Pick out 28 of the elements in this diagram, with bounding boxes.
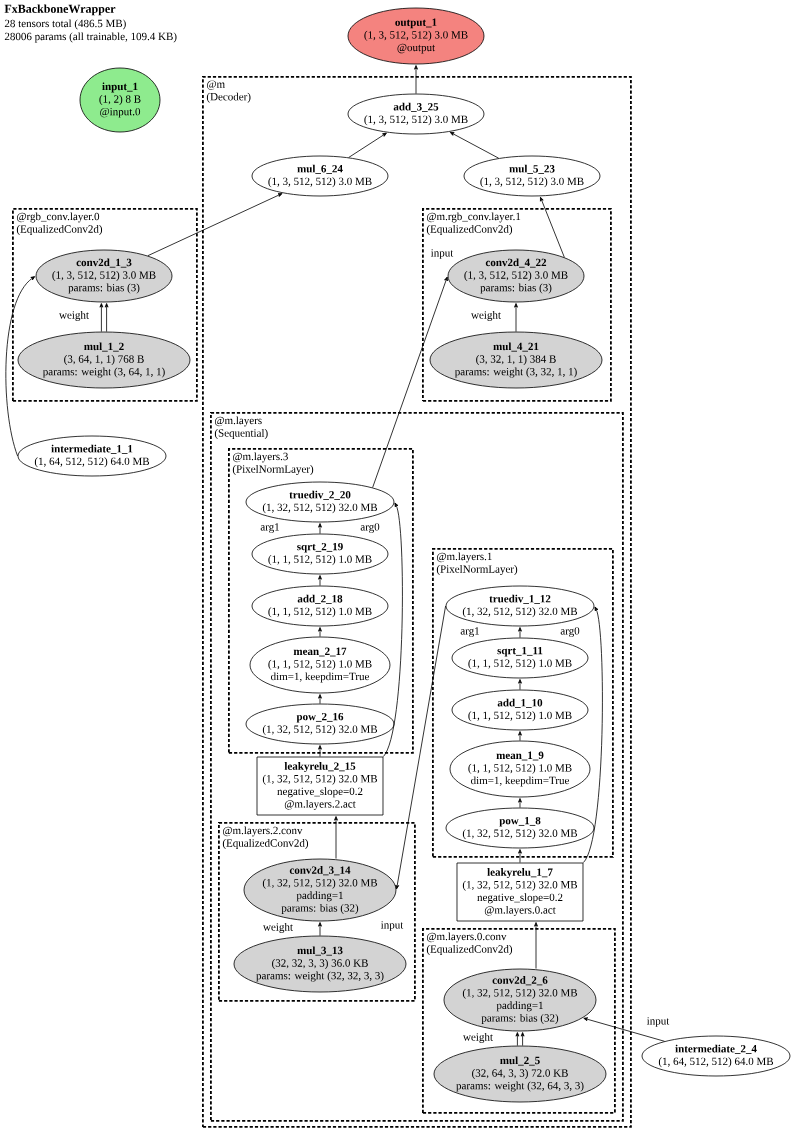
arrow	[334, 816, 338, 859]
arrow	[518, 679, 522, 690]
arrow	[520, 1032, 525, 1046]
arrow	[318, 922, 322, 936]
arrow	[318, 627, 322, 637]
arrow	[318, 523, 322, 534]
arrow	[99, 303, 104, 332]
arrow	[147, 193, 283, 257]
arrow	[583, 1017, 665, 1042]
arrow	[515, 1032, 520, 1046]
arrow	[383, 502, 403, 757]
arrow	[518, 627, 522, 638]
arrow	[348, 132, 387, 158]
arrow	[318, 694, 322, 704]
arrow	[514, 303, 518, 332]
arrow	[318, 575, 322, 586]
arrow	[318, 745, 322, 757]
arrow	[534, 922, 538, 969]
arrow	[540, 196, 565, 258]
arrow	[518, 849, 522, 863]
arrow	[372, 276, 448, 488]
arrow	[104, 303, 109, 332]
arrow	[518, 798, 522, 808]
arrow	[395, 605, 446, 890]
arrow	[5, 276, 36, 457]
arrow	[518, 731, 522, 741]
arrow	[414, 65, 418, 94]
arrow	[449, 131, 500, 159]
